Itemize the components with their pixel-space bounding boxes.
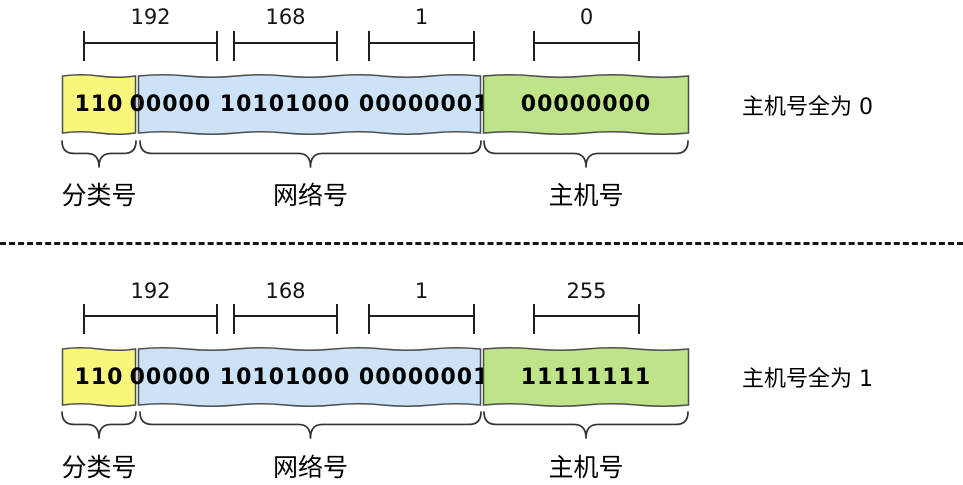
network-brace: [139, 140, 482, 170]
network-label: 网络号: [272, 453, 348, 482]
octet-168-ruler: [233, 304, 338, 334]
classification-label: 分类号: [61, 453, 137, 482]
octet-168-label: 168: [265, 5, 306, 29]
octet-0-label: 0: [579, 5, 594, 29]
classification-brace: [61, 140, 137, 170]
network-box-shape: [137, 74, 482, 135]
classification-label: 分类号: [61, 181, 137, 210]
network-brace: [139, 411, 482, 441]
host-label: 主机号: [548, 181, 624, 210]
ruler-line: [370, 315, 473, 317]
ruler-line: [535, 42, 638, 44]
octet-168-ruler: [233, 31, 338, 61]
ruler-line: [235, 315, 336, 317]
network-bits-box: 00000 10101000 00000001: [129, 73, 490, 136]
octet-1-label: 1: [414, 5, 429, 29]
octet-255-label: 255: [566, 279, 607, 303]
host-all-ones-note: 主机号全为 1: [742, 367, 873, 392]
host-bits: 00000000: [520, 92, 652, 117]
octet-1-ruler: [368, 304, 475, 334]
classification-bits: 110: [74, 364, 124, 390]
octet-1-label: 1: [414, 279, 429, 303]
host-brace: [483, 411, 689, 441]
network-bits-box: 00000 10101000 00000001: [129, 346, 490, 408]
octet-192-label: 192: [130, 279, 171, 303]
ruler-line: [235, 42, 336, 44]
network-bits: 00000 10101000 00000001: [129, 92, 490, 117]
ruler-line: [85, 42, 216, 44]
ruler-line: [85, 315, 216, 317]
host-bits-box: 00000000: [482, 73, 690, 136]
classification-box-shape: [61, 347, 137, 407]
host-box-shape: [482, 347, 690, 407]
classification-brace: [61, 411, 137, 441]
host-brace: [483, 140, 689, 170]
host-bits: 11111111: [520, 364, 652, 390]
octet-192-ruler: [83, 304, 218, 334]
host-bits-box: 11111111: [482, 346, 690, 408]
classification-bits-box: 110: [61, 346, 137, 408]
octet-168-label: 168: [265, 279, 306, 303]
ruler-line: [370, 42, 473, 44]
host-all-zeros-note: 主机号全为 0: [742, 94, 873, 120]
host-label: 主机号: [548, 453, 624, 482]
classification-bits: 110: [74, 92, 124, 117]
network-bits: 00000 10101000 00000001: [129, 364, 490, 390]
dashed-separator: [0, 242, 963, 245]
octet-255-ruler: [533, 304, 640, 334]
network-label: 网络号: [272, 181, 348, 210]
octet-1-ruler: [368, 31, 475, 61]
host-box-shape: [482, 74, 690, 135]
ruler-line: [535, 315, 638, 317]
octet-192-label: 192: [130, 5, 171, 29]
classification-bits-box: 110: [61, 73, 137, 136]
octet-0-ruler: [533, 31, 640, 61]
classification-box-shape: [61, 74, 137, 135]
octet-192-ruler: [83, 31, 218, 61]
network-box-shape: [137, 347, 482, 407]
